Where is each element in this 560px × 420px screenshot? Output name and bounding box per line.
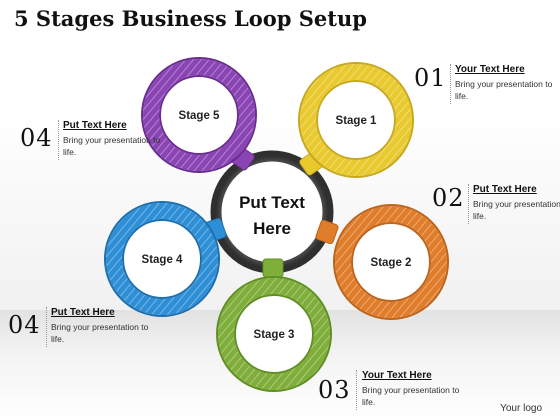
stage-1-label: Stage 1 [336,115,378,127]
callout-divider [468,184,469,224]
stage-5-node: Stage 5 [141,57,257,173]
callout-number: 03 [318,376,351,404]
center-disc [222,162,322,262]
callout-number: 02 [432,184,465,212]
callout-body: Bring your presentation to life. [51,322,149,344]
callout-divider [450,64,451,104]
center-text-line-1: Put Text [239,193,305,212]
callout-divider [46,307,47,347]
callout-heading: Your Text Here [362,370,432,381]
callout-body: Bring your presentation to life. [455,79,553,101]
callout-heading: Put Text Here [473,184,537,195]
callout-body: Bring your presentation to life. [362,385,460,407]
callout-body: Bring your presentation to life. [473,199,560,221]
callout-number: 01 [414,64,447,92]
logo-placeholder: Your logo [500,403,542,414]
stage-4-label: Stage 4 [142,254,184,266]
slide-title: 5 Stages Business Loop Setup [14,6,367,31]
stage-2-label: Stage 2 [371,257,412,269]
callout-heading: Put Text Here [63,120,127,131]
callout-divider [356,370,357,410]
stage-2-node: Stage 2 [333,204,449,320]
callout-number: 04 [8,311,41,339]
stage-1-node: Stage 1 [298,62,414,178]
stage-3-node: Stage 3 [216,276,332,392]
stage-5-label: Stage 5 [179,110,221,122]
callout-divider [58,120,59,160]
stage-4-node: Stage 4 [104,201,220,317]
stage-2-connector [315,219,339,245]
callout-heading: Your Text Here [455,64,525,75]
callout-number: 04 [20,124,53,152]
stage-3-label: Stage 3 [254,329,295,341]
callout-body: Bring your presentation to life. [63,135,161,157]
callout-heading: Put Text Here [51,307,115,318]
stage-3-connector [262,258,284,278]
center-text-line-2: Here [253,219,291,238]
